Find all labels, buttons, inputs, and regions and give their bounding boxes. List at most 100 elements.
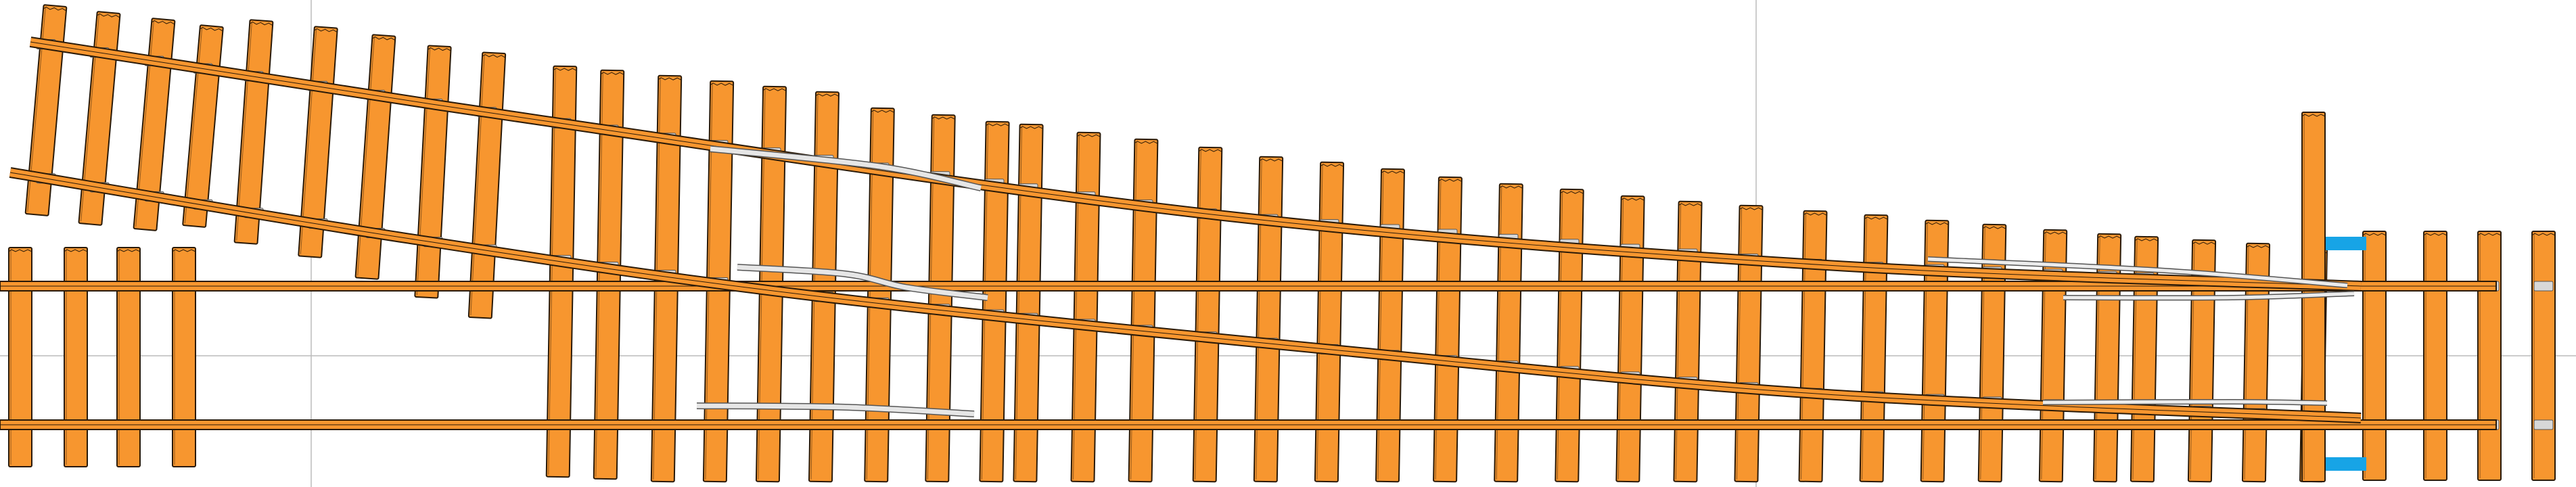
sleeper-body bbox=[1253, 156, 1284, 483]
sleeper-end bbox=[1320, 164, 1344, 167]
sleeper bbox=[1859, 214, 1889, 483]
sleeper-end bbox=[2192, 241, 2216, 245]
sleeper bbox=[1615, 195, 1645, 483]
sleeper-end bbox=[986, 123, 1009, 126]
sleeper-end bbox=[8, 249, 32, 252]
check-rail bbox=[1927, 257, 2348, 287]
sleeper-end bbox=[1499, 185, 1523, 189]
sleeper-body bbox=[8, 247, 32, 467]
sleeper bbox=[2092, 233, 2122, 483]
sleeper-body bbox=[1314, 161, 1345, 483]
sleeper-end bbox=[2362, 233, 2387, 236]
end-marker-top bbox=[2326, 237, 2366, 250]
sleeper-end bbox=[1259, 158, 1283, 162]
sleeper-body bbox=[2362, 231, 2387, 481]
sleeper bbox=[1734, 204, 1764, 483]
sleeper-end bbox=[1982, 226, 2006, 229]
sleeper-body bbox=[133, 18, 176, 231]
sleeper bbox=[1798, 210, 1828, 483]
sleeper-end bbox=[1134, 141, 1158, 144]
sleeper-end bbox=[64, 249, 88, 252]
sleeper bbox=[2362, 231, 2387, 481]
sleeper-end bbox=[116, 249, 141, 252]
rails bbox=[0, 37, 2497, 430]
sleeper-end bbox=[2097, 235, 2121, 239]
sleeper bbox=[116, 247, 141, 467]
sleeper-body bbox=[24, 4, 68, 216]
sleeper-end bbox=[1381, 170, 1405, 174]
sleeper-end bbox=[815, 93, 840, 97]
sleeper-body bbox=[1494, 183, 1523, 483]
sleeper bbox=[2423, 231, 2447, 481]
sleeper-grain bbox=[236, 22, 252, 241]
sleeper-end bbox=[172, 249, 196, 252]
switch-blade bbox=[737, 264, 988, 300]
sleeper-end bbox=[96, 13, 120, 18]
sleeper bbox=[1494, 183, 1523, 483]
sleeper-body bbox=[116, 247, 141, 467]
diverging-rail-outer-centre bbox=[30, 41, 2362, 287]
sleeper-end bbox=[2246, 245, 2270, 248]
sleeper-grain bbox=[1736, 207, 1743, 480]
sleepers bbox=[8, 4, 2556, 483]
sleeper-end bbox=[932, 116, 955, 120]
sleeper-body bbox=[1798, 210, 1828, 483]
sleeper bbox=[2038, 229, 2068, 483]
end-marker-bottom bbox=[2326, 457, 2366, 471]
sleeper-end bbox=[1438, 179, 1463, 182]
rail-chair bbox=[2533, 419, 2554, 430]
sleeper-end bbox=[762, 88, 787, 91]
sleeper-body bbox=[1375, 168, 1405, 483]
sleeper-end bbox=[1739, 207, 1763, 210]
sleeper-grain bbox=[1862, 216, 1867, 480]
sleeper bbox=[1555, 188, 1584, 483]
end-markers bbox=[2326, 237, 2366, 471]
sleeper-body bbox=[864, 107, 895, 483]
diverging-rail-inner-centre bbox=[9, 172, 2362, 419]
sleeper-body bbox=[2531, 231, 2556, 481]
sleeper bbox=[1673, 200, 1703, 483]
sleeper-body bbox=[1615, 195, 1645, 483]
sleeper bbox=[172, 247, 196, 467]
sleeper-end bbox=[1803, 212, 1827, 216]
sleeper-end bbox=[314, 28, 338, 33]
sleeper-end bbox=[1925, 222, 1949, 225]
sleeper-body bbox=[1128, 138, 1159, 483]
sleeper-end bbox=[371, 36, 396, 41]
sleeper-end bbox=[200, 26, 223, 32]
sleeper-body bbox=[172, 247, 196, 467]
sleeper-end bbox=[428, 47, 451, 51]
sleeper-body bbox=[1070, 131, 1101, 483]
sleeper-end bbox=[2531, 233, 2556, 236]
sleeper-end bbox=[1621, 198, 1644, 201]
sleeper-end bbox=[600, 72, 624, 75]
sleeper-end bbox=[151, 20, 175, 25]
sleeper-body bbox=[1192, 146, 1223, 483]
sleeper-end bbox=[2301, 114, 2326, 117]
sleeper-grain bbox=[548, 68, 556, 475]
sleeper-end bbox=[2043, 231, 2067, 235]
sleeper-grain bbox=[184, 27, 203, 224]
sleeper bbox=[1433, 176, 1463, 483]
sleeper-body bbox=[64, 247, 88, 467]
sleeper-grain bbox=[416, 47, 431, 296]
sleeper-body bbox=[1555, 188, 1584, 483]
check-rail bbox=[2042, 400, 2328, 405]
sleeper bbox=[545, 65, 578, 478]
sleeper-grain bbox=[470, 54, 485, 316]
sleeper bbox=[1128, 138, 1159, 483]
sleeper-end bbox=[2477, 233, 2502, 236]
sleeper bbox=[1314, 161, 1345, 483]
check-rail bbox=[2063, 292, 2355, 300]
sleeper-body bbox=[979, 120, 1010, 483]
sleeper bbox=[2477, 231, 2502, 481]
sleeper bbox=[64, 247, 88, 467]
sleeper-body bbox=[1433, 176, 1463, 483]
sleeper-end bbox=[1077, 134, 1101, 137]
point-blades-and-frog bbox=[696, 145, 2355, 417]
sleeper-end bbox=[1678, 203, 1702, 206]
sleeper bbox=[1253, 156, 1284, 483]
sleeper-body bbox=[1013, 123, 1044, 483]
sleeper-end bbox=[482, 53, 506, 58]
